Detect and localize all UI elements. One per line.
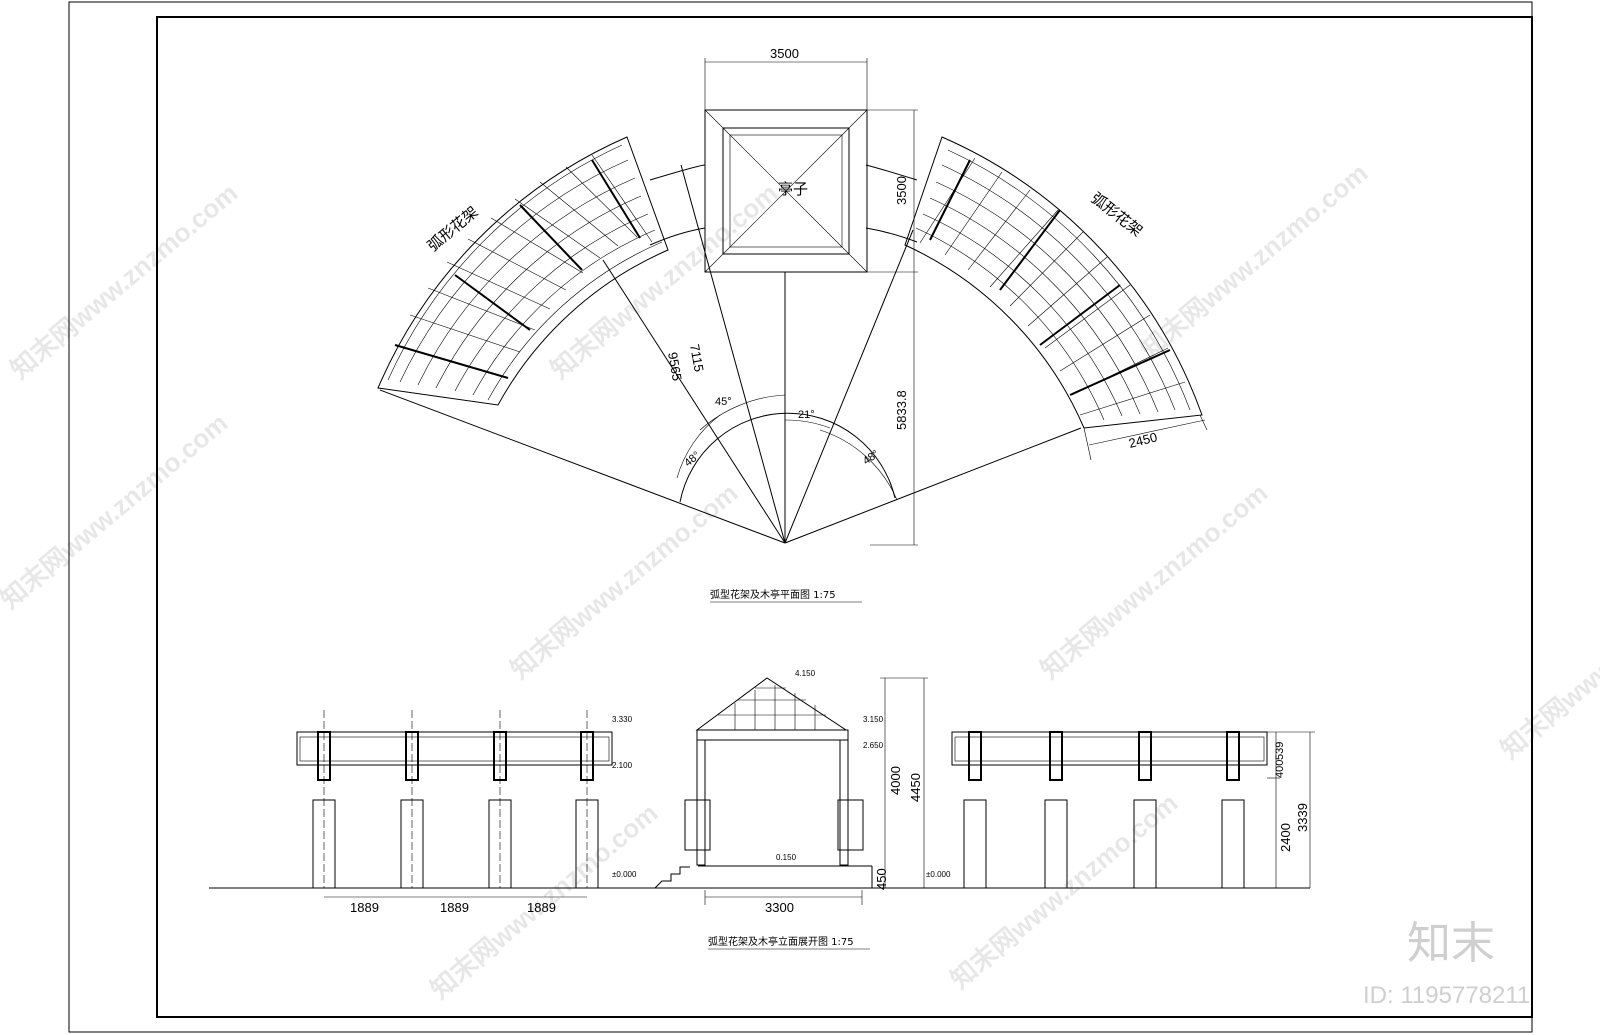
plan-view: 亭子 3500 3500 5833.8 7115 9565 2450 45° 4…	[377, 46, 1208, 603]
elevation-view: 3.330 2.100 ±0.000 1889 1889 1889	[209, 669, 1315, 950]
left-beam-level: 2.100	[612, 761, 633, 770]
svg-text:知末网www.znzmo.com: 知末网www.znzmo.com	[545, 177, 784, 384]
outer-frame	[68, 1, 1533, 1033]
dim-3339: 3339	[1295, 803, 1310, 832]
right-trellis-elevation	[951, 731, 1315, 889]
left-top-level: 3.330	[612, 715, 633, 724]
angle-right: 48°	[861, 448, 882, 467]
left-spacing-1: 1889	[350, 900, 379, 915]
pavilion-elevation	[654, 677, 873, 889]
ground-level-left: ±0.000	[612, 870, 637, 879]
elevation-caption: 弧型花架及木亭立面展开图 1:75	[708, 935, 854, 948]
dim-height: 5833.8	[894, 390, 909, 430]
pavilion-width: 3300	[765, 900, 794, 915]
left-spacing-3: 1889	[527, 900, 556, 915]
svg-text:知末网www.znzmo.com: 知末网www.znzmo.com	[505, 477, 744, 684]
dim-450: 450	[874, 868, 889, 890]
left-arc-trellis	[377, 136, 669, 406]
dim-2400: 2400	[1278, 823, 1293, 852]
pav-top-level: 4.150	[795, 669, 816, 678]
pav-eave-level: 3.150	[863, 715, 884, 724]
svg-text:知末网www.znzmo.com: 知末网www.znzmo.com	[5, 177, 244, 384]
pav-floor-level: 0.150	[776, 853, 797, 862]
dim-width: 2450	[1127, 429, 1159, 451]
trellis-right-label: 弧形花架	[1088, 189, 1146, 240]
trellis-left-label: 弧形花架	[424, 203, 482, 255]
dim-pavilion-top: 3500	[770, 46, 799, 61]
dim-r-inner: 7115	[687, 343, 707, 373]
angle-left-lower: 48°	[682, 449, 702, 469]
plan-caption: 弧型花架及木亭平面图 1:75	[710, 588, 836, 601]
dim-539: 539	[1274, 742, 1286, 760]
svg-text:知末网www.znzmo.com: 知末网www.znzmo.com	[945, 787, 1184, 994]
dim-r-outer: 9565	[665, 351, 685, 382]
angle-mid: 21°	[798, 409, 815, 421]
dim-pavilion-side: 3500	[894, 176, 909, 205]
left-trellis-elevation	[296, 710, 613, 889]
svg-text:知末网www.znzmo.com: 知末网www.znzmo.com	[1135, 157, 1374, 364]
svg-text:知末网www.znzmo.com: 知末网www.znzmo.com	[0, 407, 233, 614]
dim-400: 400	[1274, 760, 1286, 778]
angle-left-upper: 45°	[715, 396, 732, 408]
brand-logo: 知末	[1407, 918, 1495, 969]
dim-4450: 4450	[908, 773, 923, 802]
pavilion-label: 亭子	[778, 180, 808, 198]
svg-text:知末网www.znzmo.com: 知末网www.znzmo.com	[1035, 477, 1274, 684]
left-spacing-2: 1889	[440, 900, 469, 915]
pav-beam-level: 2.650	[863, 741, 884, 750]
watermarks: 知末网www.znzmo.com 知末网www.znzmo.com 知末网www…	[0, 157, 1600, 1004]
pavilion-plan	[704, 109, 868, 273]
right-arc-trellis	[904, 136, 1203, 429]
dim-4000: 4000	[888, 766, 903, 795]
ground-level-right: ±0.000	[926, 870, 951, 879]
svg-text:知末网www.znzmo.com: 知末网www.znzmo.com	[1495, 557, 1600, 764]
brand-id: ID: 1195778211	[1363, 982, 1530, 1009]
drawing-border	[156, 16, 1533, 1018]
